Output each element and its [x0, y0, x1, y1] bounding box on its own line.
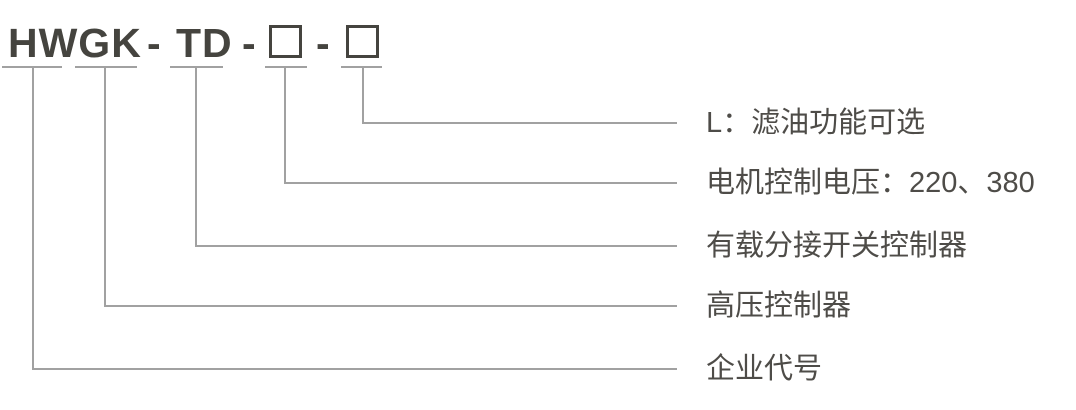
- model-code-prefix: HWGK: [8, 20, 142, 66]
- code-underline-box2: [341, 66, 382, 68]
- legend-label-hv-controller: 高压控制器: [706, 290, 852, 322]
- placeholder-box-motor-voltage: [269, 25, 302, 58]
- connector-line-filter-option: [362, 67, 677, 124]
- separator-dash: -: [147, 20, 162, 66]
- model-code-type: TD: [176, 20, 233, 66]
- connector-line-company-code: [32, 67, 677, 370]
- separator-dash: -: [316, 20, 331, 66]
- placeholder-box-filter-option: [346, 25, 379, 58]
- connector-line-motor-voltage: [284, 67, 677, 184]
- legend-label-motor-voltage: 电机控制电压：220、380: [706, 167, 1035, 199]
- legend-label-oltc-controller: 有载分接开关控制器: [706, 230, 968, 262]
- connector-line-oltc-controller: [195, 67, 677, 247]
- legend-label-company-code: 企业代号: [706, 353, 823, 385]
- connector-line-hv-controller: [104, 67, 677, 307]
- legend-label-filter-option: L：滤油功能可选: [706, 107, 926, 139]
- separator-dash: -: [242, 20, 257, 66]
